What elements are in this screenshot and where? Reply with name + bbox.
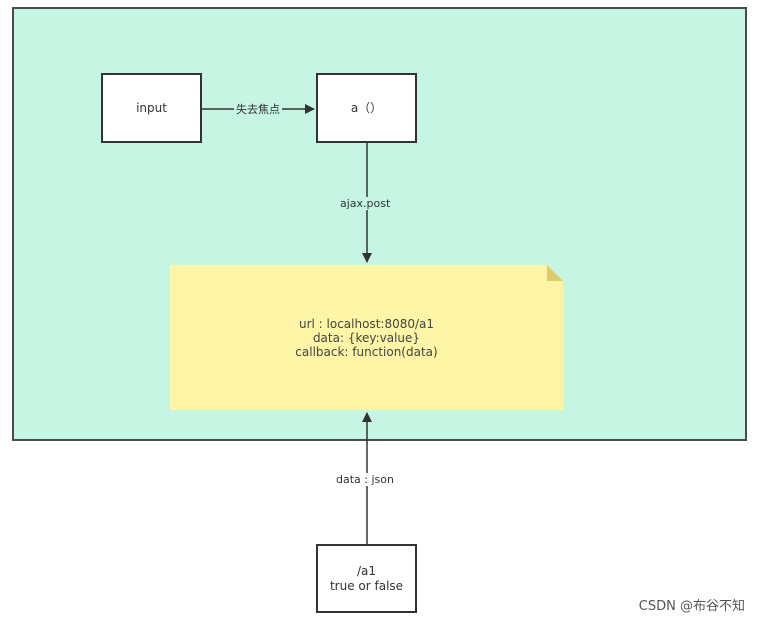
endpoint-path-label: /a1 bbox=[356, 563, 377, 578]
endpoint-result-label: true or false bbox=[329, 578, 404, 593]
function-a-label: a（） bbox=[350, 100, 383, 115]
note-callback-line: callback: function(data) bbox=[295, 344, 438, 359]
watermark: CSDN @布谷不知 bbox=[638, 599, 745, 614]
input-node-label: input bbox=[136, 100, 167, 115]
ajax-request-note: url : localhost:8080/a1 data: {key:value… bbox=[170, 265, 563, 410]
function-a-node: a（） bbox=[316, 73, 417, 143]
edge-label-ajax-post: ajax.post bbox=[338, 197, 393, 210]
note-data-line: data: {key:value} bbox=[312, 330, 421, 345]
note-url-line: url : localhost:8080/a1 bbox=[298, 316, 435, 331]
edge-label-blur: 失去焦点 bbox=[234, 103, 282, 116]
note-folded-corner bbox=[547, 265, 563, 281]
input-node: input bbox=[101, 73, 202, 143]
endpoint-a1-node: /a1 true or false bbox=[316, 544, 417, 613]
edge-label-data-json: data : json bbox=[334, 473, 396, 486]
